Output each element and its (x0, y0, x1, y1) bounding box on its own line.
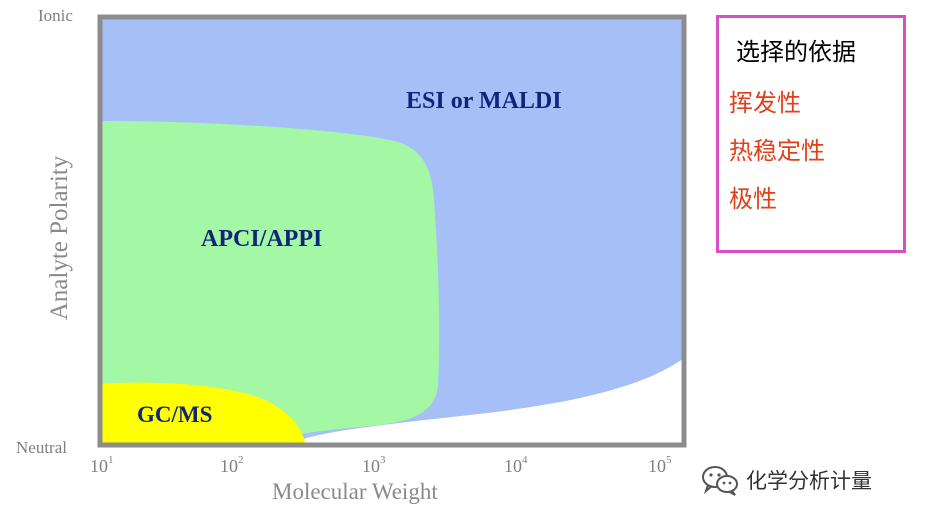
plot-frame (97, 14, 687, 448)
x-tick-label: 103 (362, 454, 386, 476)
apci-appi-region (100, 121, 440, 440)
criteria-item-polarity: 极性 (729, 185, 777, 213)
apci-appi-label: APCI/APPI (201, 226, 323, 252)
criteria-item-thermal-stability: 热稳定性 (729, 137, 825, 165)
x-tick-label: 104 (504, 454, 528, 476)
gcms-region (100, 382, 306, 445)
y-axis-top-label: Ionic (38, 6, 73, 25)
esi-maldi-label: ESI or MALDI (406, 88, 562, 114)
wechat-icon (702, 466, 738, 496)
x-axis-title: Molecular Weight (272, 479, 438, 504)
x-tick-label: 102 (220, 454, 244, 476)
selection-criteria-box: 选择的依据 挥发性 热稳定性 极性 (716, 15, 906, 253)
x-tick-label: 105 (648, 454, 672, 476)
criteria-item-volatility: 挥发性 (729, 89, 801, 117)
y-axis-title: Analyte Polarity (46, 155, 73, 321)
watermark: 化学分析计量 (700, 462, 872, 498)
x-tick-label: 101 (90, 454, 114, 476)
criteria-title: 选择的依据 (736, 38, 856, 66)
y-axis-bottom-label: Neutral (16, 438, 67, 457)
gcms-label: GC/MS (137, 402, 213, 427)
watermark-text: 化学分析计量 (746, 469, 872, 493)
